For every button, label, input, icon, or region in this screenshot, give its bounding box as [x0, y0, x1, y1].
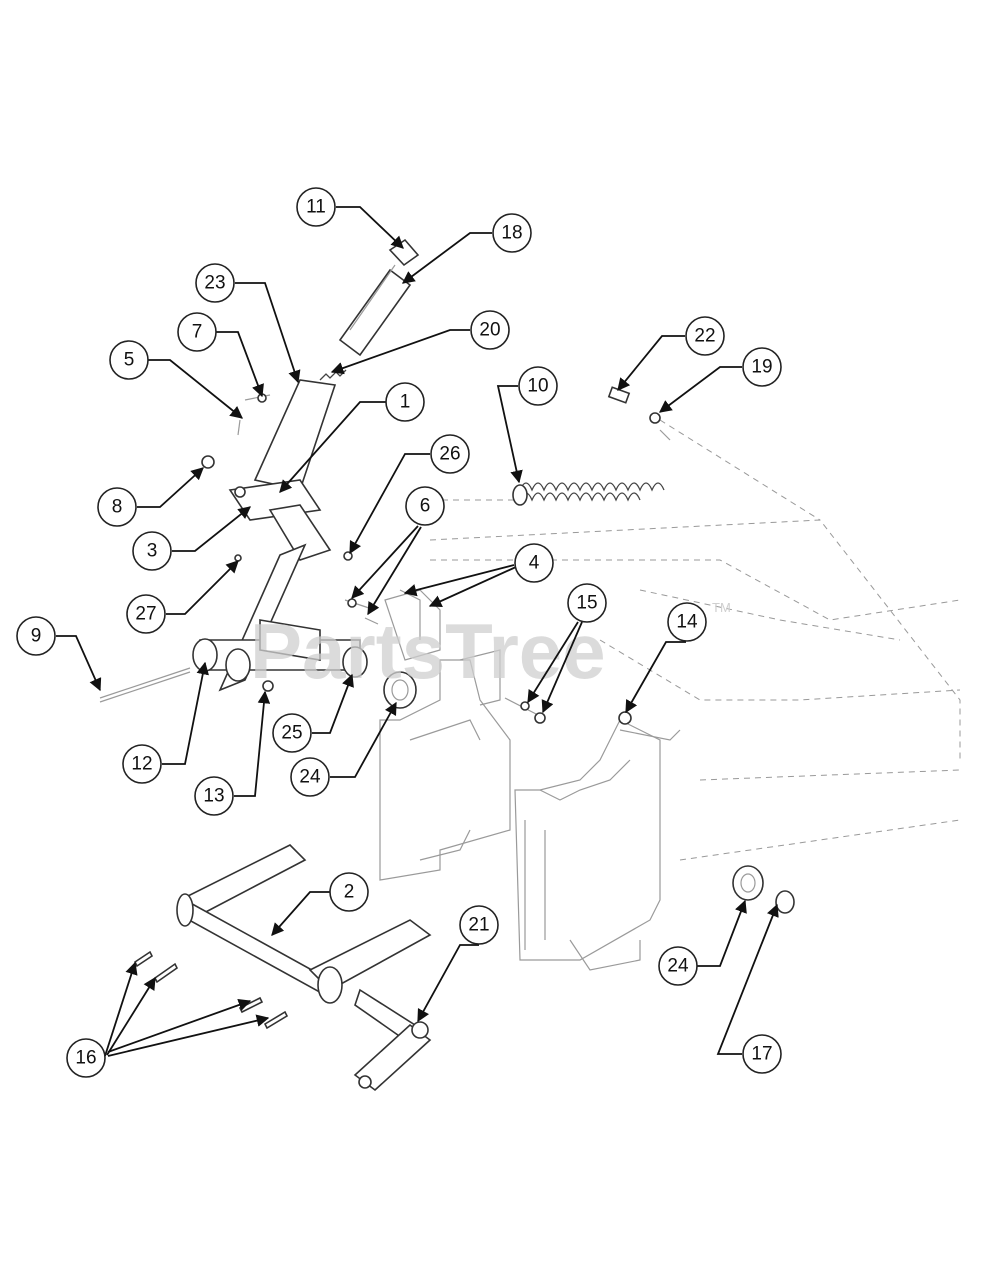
svg-text:18: 18 [501, 223, 522, 244]
svg-text:26: 26 [439, 444, 460, 465]
svg-text:2: 2 [344, 882, 355, 903]
callout-11: 11 [296, 187, 336, 227]
svg-text:5: 5 [124, 350, 135, 371]
hardware [201, 386, 661, 725]
right-spacer [732, 865, 795, 914]
callout-6: 6 [405, 486, 445, 526]
callout-20: 20 [470, 310, 510, 350]
svg-text:24: 24 [299, 767, 321, 788]
callout-3: 3 [132, 531, 172, 571]
callout-1: 1 [385, 382, 425, 422]
svg-text:20: 20 [479, 320, 500, 341]
callout-5: 5 [109, 340, 149, 380]
svg-text:24: 24 [667, 956, 689, 977]
svg-text:6: 6 [420, 496, 431, 517]
watermark-tm: TM [712, 600, 731, 615]
lower-arm [353, 1021, 432, 1092]
svg-text:15: 15 [576, 593, 597, 614]
svg-text:17: 17 [751, 1044, 772, 1065]
callout-2: 2 [329, 872, 369, 912]
svg-text:21: 21 [468, 915, 489, 936]
callout-14: 14 [667, 602, 707, 642]
callouts: 11 18 23 7 20 22 5 19 10 1 26 8 6 3 4 15… [16, 187, 782, 1078]
svg-text:11: 11 [306, 197, 326, 218]
callout-21: 21 [459, 905, 499, 945]
callout-26: 26 [430, 434, 470, 474]
svg-text:22: 22 [694, 326, 715, 347]
callout-7: 7 [177, 312, 217, 352]
svg-text:12: 12 [131, 754, 152, 775]
callout-17: 17 [742, 1034, 782, 1074]
callout-24-right: 24 [658, 946, 698, 986]
callout-24-center: 24 [290, 757, 330, 797]
svg-text:16: 16 [75, 1048, 96, 1069]
svg-text:13: 13 [203, 786, 224, 807]
callout-9: 9 [16, 616, 56, 656]
leader-lines [56, 206, 779, 1057]
callout-8: 8 [97, 487, 137, 527]
callout-12: 12 [122, 744, 162, 784]
callout-13: 13 [194, 776, 234, 816]
svg-text:1: 1 [400, 392, 411, 413]
svg-text:14: 14 [676, 612, 698, 633]
callout-27: 27 [126, 594, 166, 634]
callout-19: 19 [742, 347, 782, 387]
callout-25: 25 [272, 713, 312, 753]
svg-text:10: 10 [527, 376, 548, 397]
svg-text:8: 8 [112, 497, 123, 518]
svg-text:19: 19 [751, 357, 772, 378]
callout-23: 23 [195, 263, 235, 303]
svg-text:3: 3 [147, 541, 158, 562]
spacer [383, 671, 417, 709]
svg-text:9: 9 [31, 626, 42, 647]
callout-15: 15 [567, 583, 607, 623]
callout-4: 4 [514, 543, 554, 583]
callout-16: 16 [66, 1038, 106, 1078]
mount-bracket [379, 659, 681, 971]
lower-shaft [176, 844, 432, 1042]
callout-18: 18 [492, 213, 532, 253]
svg-text:7: 7 [192, 322, 203, 343]
svg-text:27: 27 [135, 604, 156, 625]
roll-pins [133, 950, 289, 1030]
watermark: PartsTree [250, 607, 606, 695]
svg-text:25: 25 [281, 723, 302, 744]
extension-spring [512, 429, 671, 506]
svg-text:4: 4 [529, 553, 540, 574]
callout-10: 10 [518, 366, 558, 406]
callout-22: 22 [685, 316, 725, 356]
svg-text:23: 23 [204, 273, 225, 294]
